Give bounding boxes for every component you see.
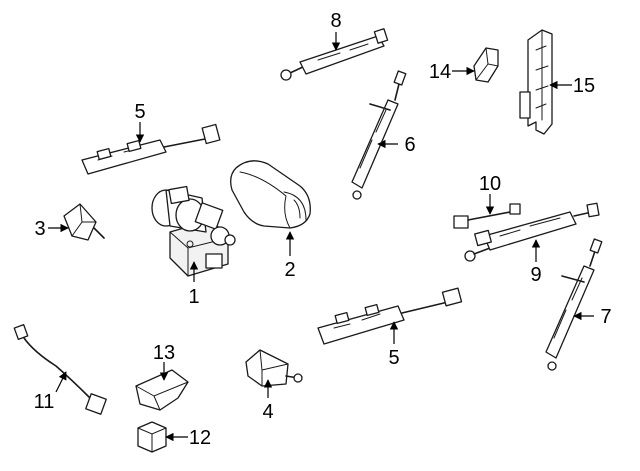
callout-15: 15 bbox=[549, 75, 595, 97]
part-10-connector bbox=[453, 203, 521, 229]
part-5a-actuator bbox=[81, 123, 221, 175]
callout-7: 7 bbox=[573, 306, 612, 328]
callout-5b-label: 5 bbox=[388, 347, 399, 369]
callout-9: 9 bbox=[530, 239, 542, 286]
part-2-cover bbox=[230, 160, 311, 229]
callout-3-label: 3 bbox=[34, 218, 45, 240]
callout-1: 1 bbox=[188, 261, 200, 308]
part-1-pump bbox=[151, 185, 236, 277]
part-12-block bbox=[137, 421, 167, 453]
callout-8-label: 8 bbox=[330, 10, 341, 32]
callout-9-label: 9 bbox=[530, 264, 541, 286]
callout-10-label: 10 bbox=[479, 173, 501, 195]
callout-14-label: 14 bbox=[429, 61, 451, 83]
part-8-actuator bbox=[280, 28, 389, 81]
callout-5a-label: 5 bbox=[134, 101, 145, 123]
part-5b-actuator bbox=[317, 287, 463, 345]
callout-15-label: 15 bbox=[573, 75, 595, 97]
callout-13-label: 13 bbox=[153, 342, 175, 364]
part-4-bracket bbox=[245, 349, 303, 387]
callout-8: 8 bbox=[330, 10, 342, 51]
part-15-bracket bbox=[519, 29, 553, 135]
callout-4: 4 bbox=[262, 379, 274, 423]
callout-10: 10 bbox=[479, 173, 501, 215]
part-7-actuator bbox=[545, 238, 603, 371]
callout-12: 12 bbox=[165, 427, 211, 449]
callout-2: 2 bbox=[284, 231, 296, 281]
part-9-actuator bbox=[464, 202, 600, 262]
callout-2-label: 2 bbox=[284, 259, 295, 281]
part-13-bracket bbox=[135, 369, 189, 411]
callout-11-label: 11 bbox=[34, 391, 55, 413]
part-6-actuator bbox=[351, 70, 407, 200]
part-11-harness bbox=[13, 324, 107, 415]
callout-7-label: 7 bbox=[600, 306, 611, 328]
part-14-bracket bbox=[473, 47, 499, 83]
callout-6: 6 bbox=[377, 134, 416, 156]
callout-12-label: 12 bbox=[189, 427, 211, 449]
callout-6-label: 6 bbox=[404, 134, 415, 156]
callout-14: 14 bbox=[429, 61, 475, 83]
callout-3: 3 bbox=[34, 218, 69, 240]
callout-5a: 5 bbox=[134, 101, 146, 143]
callout-5b: 5 bbox=[388, 321, 400, 369]
part-3-bracket bbox=[63, 203, 105, 241]
callout-4-label: 4 bbox=[262, 401, 273, 423]
callout-13: 13 bbox=[153, 342, 175, 381]
callout-1-label: 1 bbox=[188, 286, 199, 308]
callout-11: 11 bbox=[34, 371, 67, 413]
